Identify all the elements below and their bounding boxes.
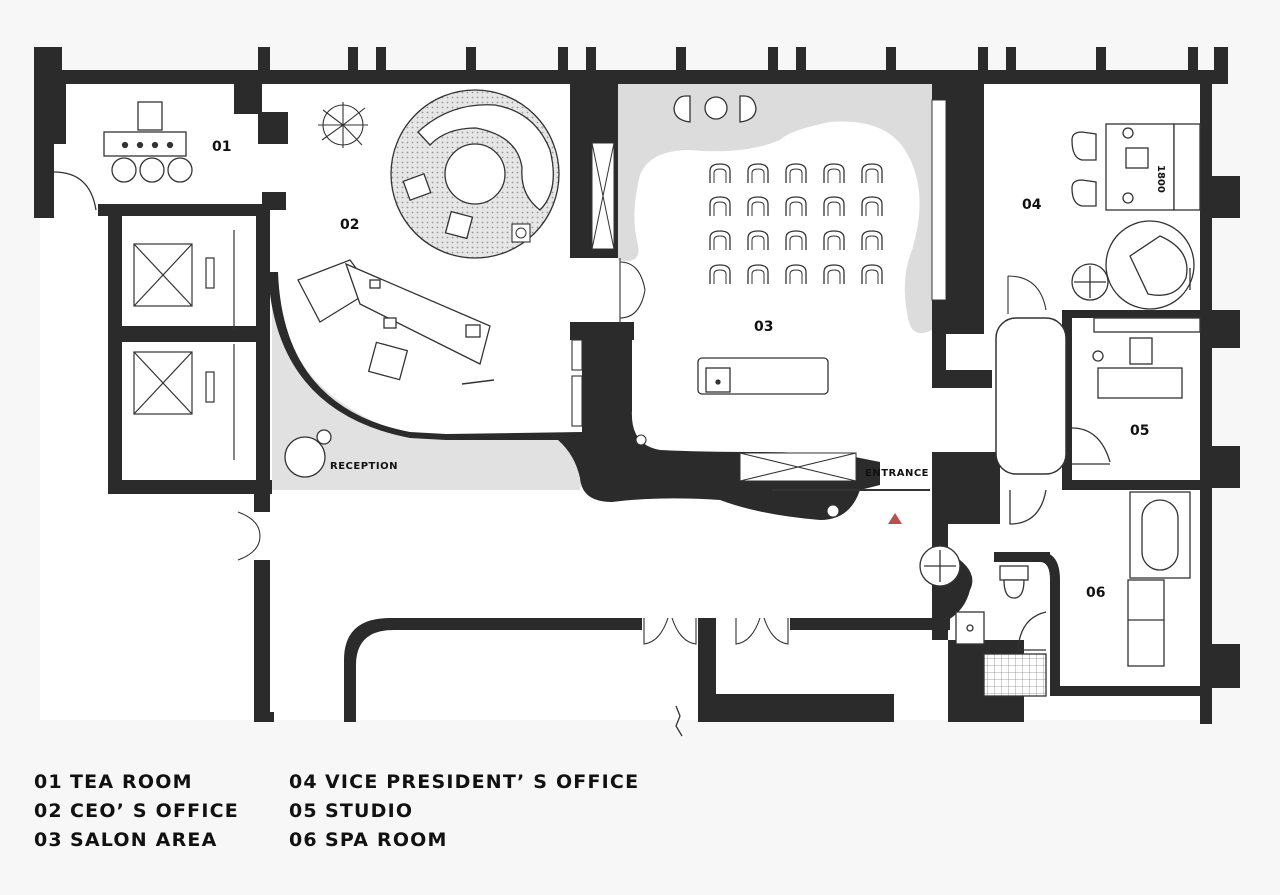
elevator-icon — [133, 230, 235, 460]
door-swing-icon — [237, 511, 261, 561]
door-swing-icon — [1007, 275, 1047, 314]
reception-zone — [272, 272, 581, 490]
hall-doors — [237, 511, 789, 737]
legend-name: STUDIO — [325, 800, 414, 822]
spa-furniture — [919, 491, 1191, 697]
legend-name: SALON AREA — [70, 829, 218, 851]
room-label-03: 03 — [754, 319, 773, 335]
chair-icon — [402, 173, 432, 201]
legend-column-left: 01 TEA ROOM 02 CEO’ S OFFICE 03 SALON AREA — [34, 768, 239, 855]
legend-number: 01 — [34, 771, 63, 793]
chair-icon — [1125, 147, 1149, 169]
entrance-label: ENTRANCE — [865, 468, 929, 479]
door-swing-icon — [619, 261, 646, 319]
windows — [591, 99, 947, 482]
salon-counter — [697, 357, 829, 395]
legend-number: 05 — [289, 800, 318, 822]
legend-item-02: 02 CEO’ S OFFICE — [34, 797, 239, 826]
salon-shaded-zone — [618, 84, 932, 334]
round-rug — [390, 89, 560, 259]
chair-icon — [1071, 179, 1097, 207]
door-swing-icon — [1071, 427, 1111, 465]
legend-item-06: 06 SPA ROOM — [289, 826, 639, 855]
salon-top-chairs — [673, 95, 757, 123]
legend-item-01: 01 TEA ROOM — [34, 768, 239, 797]
door-swing-icon — [53, 171, 97, 211]
legend-column-right: 04 VICE PRESIDENT’ S OFFICE 05 STUDIO 06 SP… — [289, 768, 639, 855]
legend-item-04: 04 VICE PRESIDENT’ S OFFICE — [289, 768, 639, 797]
chair-icon — [1129, 337, 1153, 365]
tea-room-furniture — [53, 101, 193, 211]
chair-icon — [367, 341, 409, 381]
legend-name: TEA ROOM — [70, 771, 193, 793]
legend-number: 02 — [34, 800, 63, 822]
tree-icon — [318, 102, 368, 148]
toilet-icon — [999, 565, 1029, 581]
vp-office-furniture — [1071, 123, 1201, 310]
sofa-icon — [417, 104, 554, 211]
legend-name: SPA ROOM — [325, 829, 448, 851]
door-swing-icon — [643, 617, 697, 645]
reception-label: RECEPTION — [330, 461, 398, 472]
toilet-icon — [1003, 579, 1025, 599]
legend-number: 06 — [289, 829, 318, 851]
salon-doors — [571, 258, 930, 518]
chair-icon — [1071, 131, 1097, 161]
room-label-06: 06 — [1086, 585, 1105, 601]
room-label-04: 04 — [1022, 197, 1042, 213]
entrance-marker-icon — [888, 513, 902, 524]
ceo-desk — [297, 259, 495, 385]
room-label-05: 05 — [1130, 423, 1149, 439]
door-swing-icon — [735, 617, 789, 645]
legend-number: 04 — [289, 771, 318, 793]
room-label-02: 02 — [340, 217, 359, 233]
legend-name: CEO’ S OFFICE — [70, 800, 239, 822]
door-swing-icon — [1017, 611, 1047, 651]
legend-item-05: 05 STUDIO — [289, 797, 639, 826]
legend-item-03: 03 SALON AREA — [34, 826, 239, 855]
vp-door — [995, 275, 1067, 475]
room-label-01: 01 — [212, 139, 231, 155]
reception-desk — [284, 429, 332, 478]
desk-dimension-label: 1800 — [1155, 165, 1166, 193]
door-swing-icon — [1009, 489, 1047, 525]
legend-number: 03 — [34, 829, 63, 851]
chair-icon — [444, 210, 474, 240]
studio-furniture — [1009, 317, 1201, 525]
legend-name: VICE PRESIDENT’ S OFFICE — [325, 771, 640, 793]
